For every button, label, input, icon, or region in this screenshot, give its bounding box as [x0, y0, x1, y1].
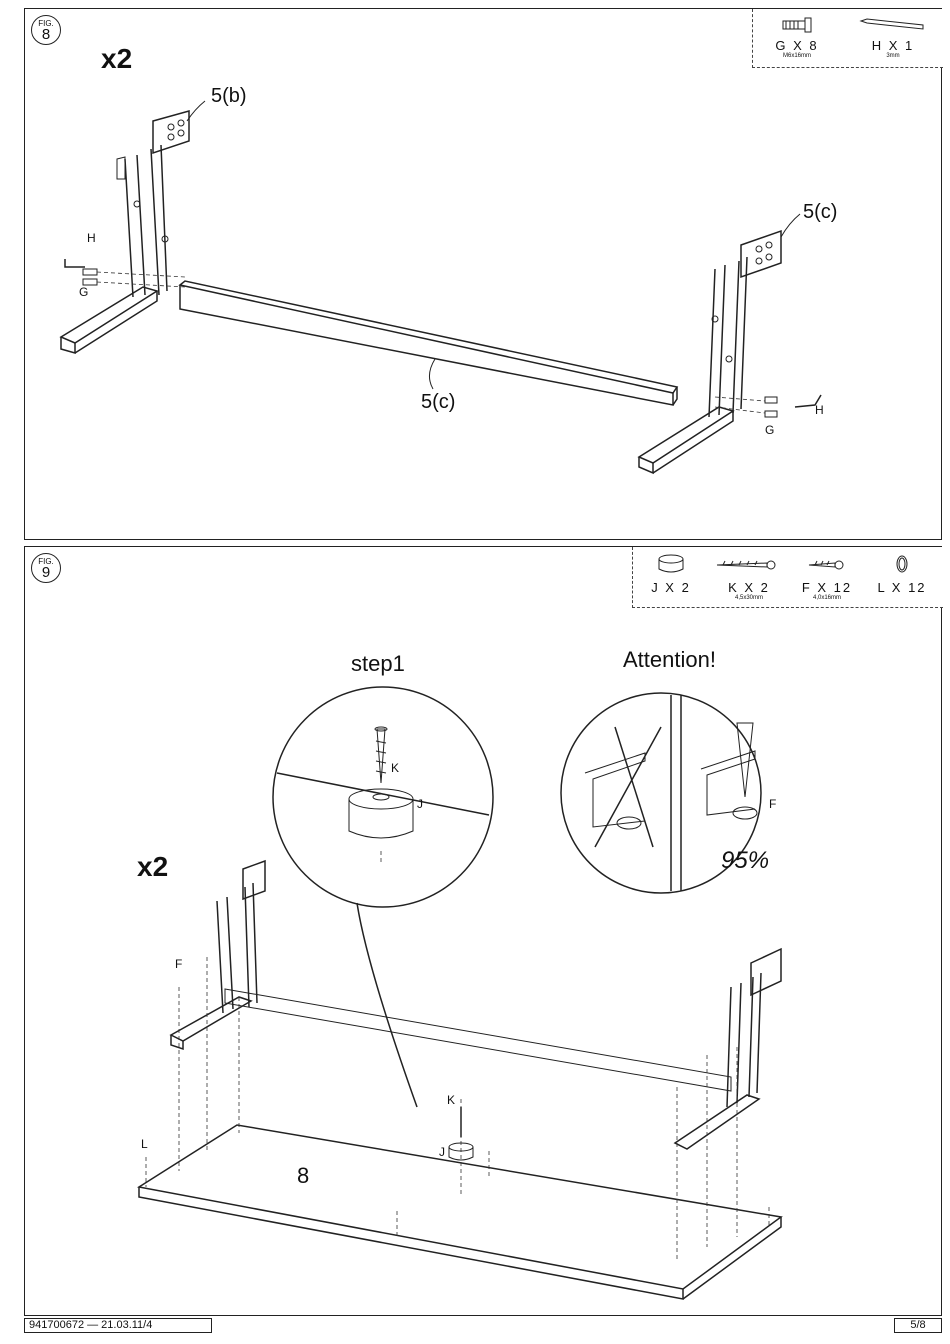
part-g: G X 8 M6x16mm [761, 15, 833, 59]
figure-9-drawing [136, 686, 783, 1300]
step-title: step1 [351, 651, 405, 676]
hex-key-left [64, 259, 85, 268]
part-k: K X 2 4,5x30mm [709, 553, 789, 601]
page-number: 5/8 [894, 1318, 942, 1333]
figure-9-badge: FIG. 9 [31, 553, 61, 583]
callout-hex-left: H [87, 231, 96, 245]
part-label: H X 1 [871, 38, 915, 53]
figure-8-drawing [59, 100, 822, 475]
figure-number: 9 [41, 564, 51, 581]
part-label: F X 12 [801, 580, 853, 595]
short-screw-icon [808, 560, 844, 570]
part-f: F X 12 4,0x16mm [789, 553, 865, 601]
callout-washer-l: L [141, 1137, 148, 1151]
callout-screw-f: F [175, 957, 183, 971]
callout-bolt-left: G [79, 285, 89, 299]
hex-key-right [794, 394, 822, 408]
assembly-guide-lines [145, 957, 770, 1259]
foot-pad-drawing [448, 1107, 474, 1161]
right-leg-drawing [637, 229, 782, 475]
callout-attention-screw: F [769, 797, 777, 811]
callout-hex-right: H [815, 403, 824, 417]
bolts-left [82, 268, 98, 286]
foot-pad-icon [658, 554, 684, 573]
part-size: 4,0x16mm [812, 595, 841, 601]
figure-number: 8 [41, 26, 51, 43]
quantity-multiplier: x2 [101, 43, 133, 74]
callout-leg-left: 5(b) [211, 85, 247, 107]
table-top-board [136, 1124, 783, 1300]
attention-title: Attention! [623, 647, 716, 672]
part-size: M6x16mm [782, 53, 811, 59]
document-id: 941700672 — 21.03.11/4 [24, 1318, 212, 1333]
left-leg-drawing [59, 110, 190, 354]
callout-leg-right: 5(c) [803, 201, 838, 223]
attention-detail-circle [560, 692, 762, 894]
part-h: H X 1 3mm [853, 15, 933, 59]
part-size: 4,5x30mm [734, 595, 763, 601]
quantity-multiplier: x2 [137, 851, 169, 882]
percent-label: 95% [721, 847, 770, 874]
callout-step-screw: K [391, 761, 400, 775]
assembled-frame [169, 859, 782, 1150]
bolt-icon [782, 17, 812, 33]
callout-pad-j: J [439, 1145, 445, 1159]
long-screw-icon [716, 560, 776, 570]
parts-box: J X 2 K X 2 4,5x30mm F X 12 4,0x16mm [632, 547, 943, 608]
part-label: L X 12 [877, 580, 927, 595]
parts-box: G X 8 M6x16mm H X 1 3mm [752, 9, 943, 68]
part-l: L X 12 [867, 553, 937, 595]
callout-beam: 5(c) [421, 391, 456, 413]
callout-board: 8 [297, 1163, 310, 1188]
part-label: J X 2 [651, 580, 691, 595]
cross-beam-drawing [178, 280, 679, 406]
callout-bolt-right: G [765, 423, 775, 437]
figure-9-panel: FIG. 9 J X 2 K X 2 4,5x30mm [24, 546, 943, 1316]
callout-screw-k: K [447, 1093, 456, 1107]
part-size: 3mm [886, 53, 900, 59]
hex-key-icon [859, 18, 924, 30]
step1-detail-circle [272, 686, 494, 908]
part-label: G X 8 [775, 38, 819, 53]
figure-8-badge: FIG. 8 [31, 15, 61, 45]
part-j: J X 2 [637, 553, 705, 595]
part-label: K X 2 [728, 580, 770, 595]
washer-icon [896, 555, 908, 573]
fig-word: FIG. [38, 557, 54, 566]
callout-step-pad: J [417, 797, 423, 811]
figure-8-panel: FIG. 8 x2 G X 8 M6x16mm H X 1 3mm [24, 8, 943, 540]
fig-word: FIG. [38, 19, 54, 28]
bolts-right [764, 396, 778, 418]
